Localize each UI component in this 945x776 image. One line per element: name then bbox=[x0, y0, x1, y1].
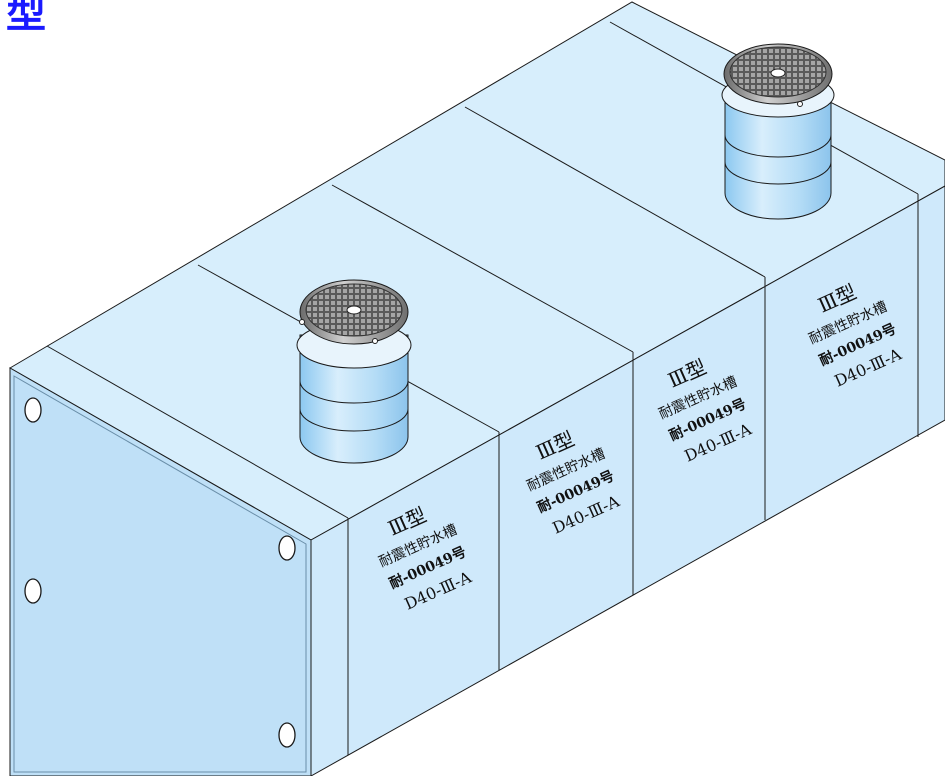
tank-end-face-inner bbox=[13, 375, 307, 773]
bolt-holes bbox=[24, 397, 296, 748]
side-seam-lines bbox=[347, 194, 919, 755]
bolt-hole bbox=[24, 578, 42, 604]
bolt-hole bbox=[24, 397, 42, 423]
bolt-hole bbox=[278, 722, 296, 748]
corner-title: 型 bbox=[6, 0, 46, 37]
tank-side-face bbox=[310, 185, 945, 776]
bolt-hole bbox=[278, 535, 296, 561]
tank-end-face bbox=[9, 367, 312, 776]
manhole-back bbox=[721, 43, 835, 220]
manhole-front bbox=[296, 279, 412, 464]
